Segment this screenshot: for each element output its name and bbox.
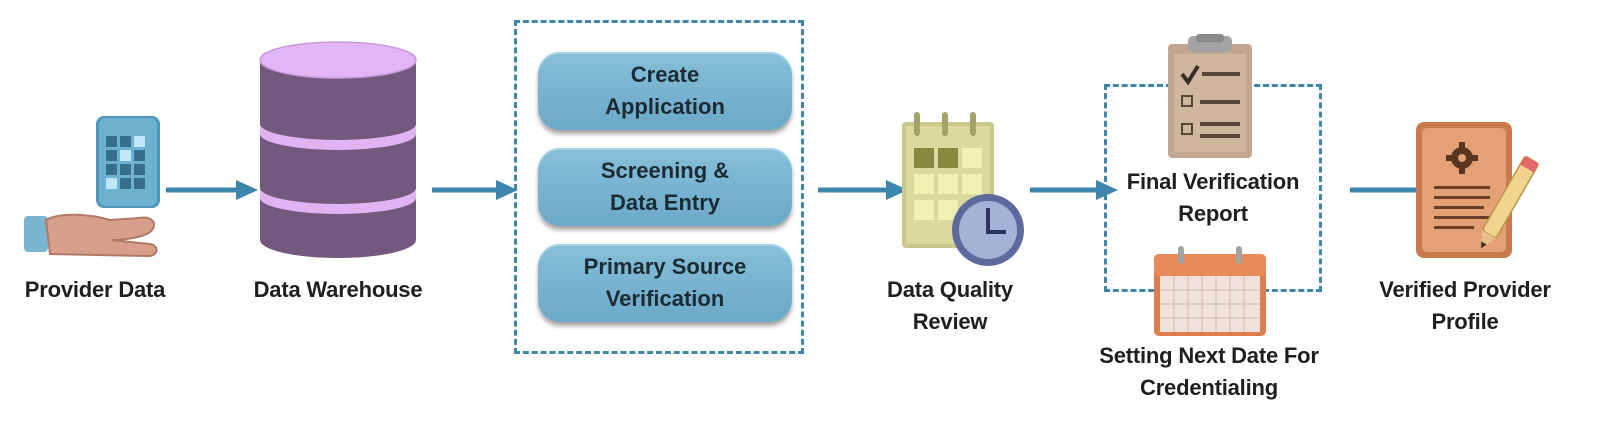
- create-application-step: Create Application: [538, 52, 792, 130]
- hand-tablet-icon: [24, 116, 160, 258]
- verified-provider-profile-label: Verified Provider Profile: [1360, 274, 1570, 338]
- verified-provider-line2: Profile: [1431, 309, 1499, 334]
- screening-line2: Data Entry: [609, 190, 721, 215]
- process-group: [514, 20, 804, 354]
- clipboard-checklist-icon: [1168, 34, 1252, 158]
- screening-data-entry-step: Screening & Data Entry: [538, 148, 792, 226]
- final-verification-line1: Final Verification: [1126, 169, 1300, 194]
- create-application-line1: Create: [630, 62, 700, 87]
- setting-next-date-line1: Setting Next Date For: [1099, 343, 1319, 368]
- data-quality-review-label: Data Quality Review: [860, 274, 1040, 338]
- primary-source-line1: Primary Source: [583, 254, 747, 279]
- arrow-warehouse-to-process: [432, 180, 518, 200]
- calendar-icon: [1154, 246, 1266, 336]
- arrow-process-to-review: [818, 180, 908, 200]
- setting-next-date-label: Setting Next Date For Credentialing: [1076, 340, 1342, 404]
- final-verification-report-label: Final Verification Report: [1100, 166, 1326, 230]
- arrow-provider-to-warehouse: [166, 180, 258, 200]
- certificate-pencil-icon: [1416, 122, 1539, 258]
- verified-provider-line1: Verified Provider: [1379, 277, 1551, 302]
- provider-data-label: Provider Data: [24, 277, 166, 302]
- primary-source-verification-step: Primary Source Verification: [538, 244, 792, 322]
- final-verification-line2: Report: [1178, 201, 1248, 226]
- screening-line1: Screening &: [600, 158, 730, 183]
- data-warehouse-label: Data Warehouse: [253, 277, 423, 302]
- primary-source-line2: Verification: [605, 286, 725, 311]
- data-quality-review-line2: Review: [912, 309, 988, 334]
- setting-next-date-line2: Credentialing: [1140, 375, 1278, 400]
- data-quality-review-line1: Data Quality: [887, 277, 1013, 302]
- database-icon: [259, 41, 417, 258]
- create-application-line2: Application: [605, 94, 725, 119]
- calendar-clock-icon: [902, 112, 1024, 266]
- arrow-review-to-final: [1030, 180, 1118, 200]
